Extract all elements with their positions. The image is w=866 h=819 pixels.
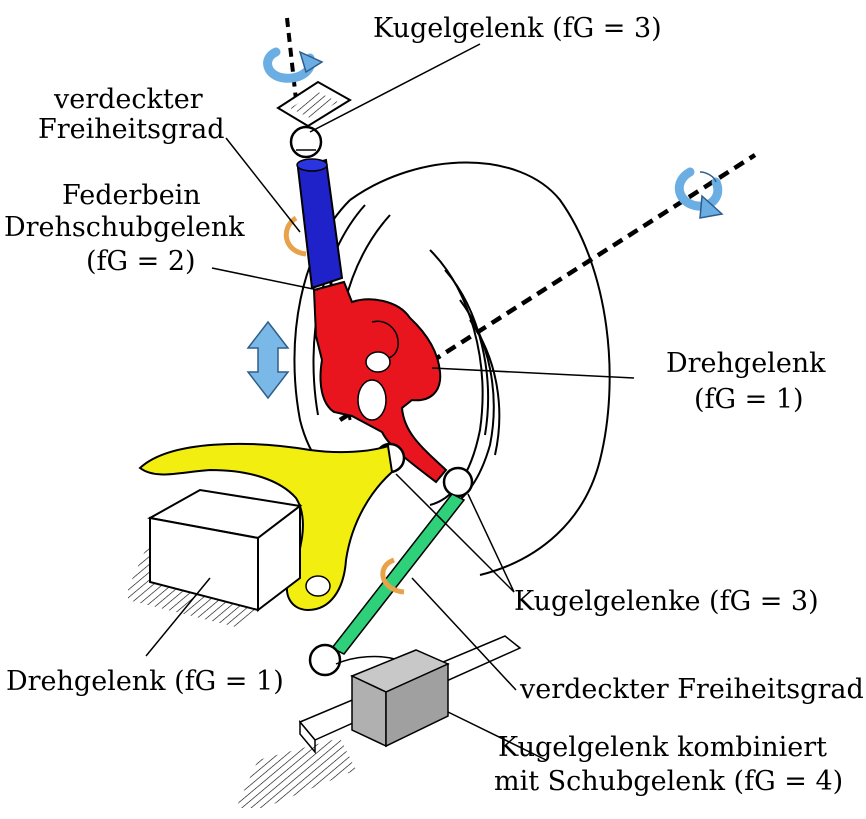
vertical-motion-arrow-icon [248,322,288,398]
control-arm-bushing [128,490,300,628]
label-verdeckt-top-line1: verdeckter [53,84,203,115]
label-drehgelenk-left: Drehgelenk (fG = 1) [6,666,284,697]
label-kombiniert-line1: Kugelgelenk kombiniert [498,732,827,763]
label-drehschubgelenk: Drehschubgelenk [4,212,245,243]
top-rotation-arrow-icon [268,52,322,78]
label-verdeckt-top-line2: Freiheitsgrad [38,114,225,145]
lower-ball-joint-2 [444,468,472,496]
label-kugelgelenke: Kugelgelenke (fG = 3) [514,586,819,617]
label-kombiniert-line2: mit Schubgelenk (fG = 4) [494,766,843,797]
label-verdeckt-bottom: verdeckter Freiheitsgrad [519,674,864,705]
label-federbein: Federbein [62,180,201,211]
steering-rack [236,636,520,808]
label-drehgelenk-right: Drehgelenk [666,348,826,379]
label-drehgelenk-right-fg: (fG = 1) [694,384,804,415]
strut-blue [297,159,342,288]
strut-twist-arrow-icon [286,218,306,254]
tie-rod-ball-joint [310,645,340,675]
top-ball-joint [291,127,321,157]
label-federbein-fg: (fG = 2) [86,246,196,277]
label-kugelgelenk-top: Kugelgelenk (fG = 3) [373,13,662,44]
wheel-rotation-arrow-icon [679,172,722,218]
